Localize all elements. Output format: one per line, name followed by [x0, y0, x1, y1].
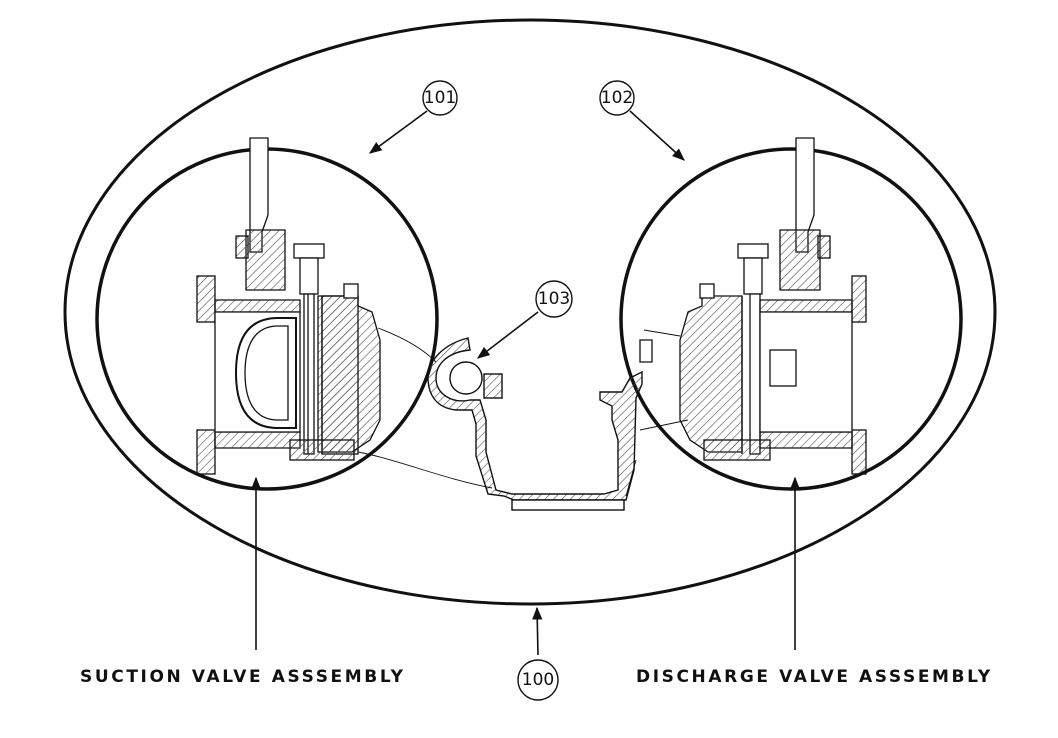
callout-label-101: 101	[424, 88, 456, 108]
discharge-valve-drawing	[639, 137, 867, 475]
callout-103: 103	[535, 280, 573, 318]
callout-label-100: 100	[522, 670, 554, 690]
callout-101: 101	[422, 80, 458, 116]
connector-lines	[357, 327, 689, 497]
manifold-drawing	[427, 337, 643, 511]
discharge-valve-caption: DISCHARGE VALVE ASSSEMBLY	[636, 667, 993, 687]
outer-assembly-boundary	[63, 18, 997, 606]
suction-valve-caption: SUCTION VALVE ASSSEMBLY	[80, 667, 406, 687]
callout-arrows	[250, 110, 801, 656]
callout-100: 100	[517, 659, 559, 701]
callout-label-103: 103	[538, 289, 570, 309]
suction-valve-drawing	[196, 137, 381, 475]
callout-102: 102	[599, 80, 635, 116]
callout-label-102: 102	[601, 88, 633, 108]
